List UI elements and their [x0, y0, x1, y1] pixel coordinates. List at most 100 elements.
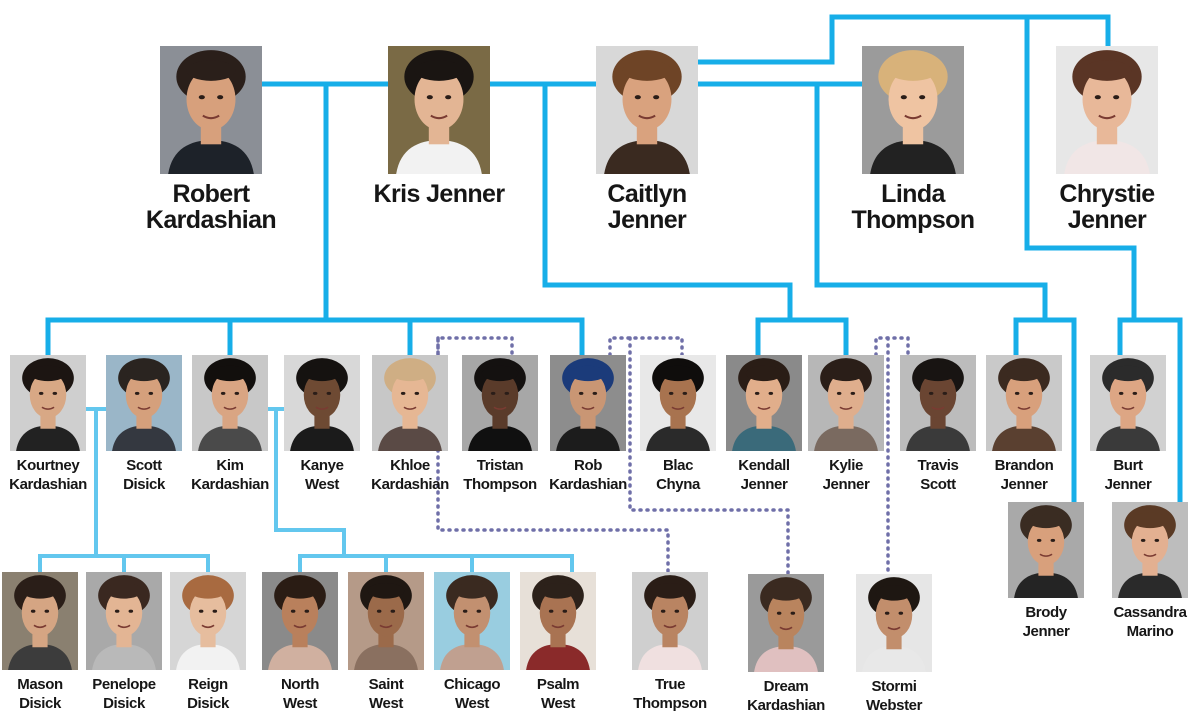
- name-line-first: Saint: [368, 676, 404, 693]
- name-line-first: Kylie: [829, 457, 863, 474]
- connector-kris-caitlyn-children: [542, 81, 793, 323]
- name-line-first: Kanye: [300, 457, 344, 474]
- name-line-last: West: [541, 695, 575, 712]
- name-line-last: Jenner: [1067, 206, 1147, 234]
- name-line-first: Chrystie: [1059, 180, 1155, 208]
- name-line-last: Disick: [103, 695, 145, 712]
- family-connectors: [45, 14, 1183, 505]
- name-line-first: Dream: [763, 678, 809, 695]
- portrait-chicago: [434, 572, 510, 670]
- name-line-first: Rob: [574, 457, 602, 474]
- name-line-last: Disick: [19, 695, 61, 712]
- name-line-first: Caitlyn: [607, 180, 687, 208]
- name-line-last: Marino: [1126, 623, 1174, 640]
- name-line-last: Jenner: [1104, 476, 1152, 493]
- portrait-brody: [1008, 502, 1084, 598]
- name-line-first: Tristan: [476, 457, 524, 474]
- portrait-saint: [348, 572, 424, 670]
- name-line-first: Kourtney: [16, 457, 80, 474]
- portrait-penelope: [86, 572, 162, 670]
- name-line-last: Jenner: [1000, 476, 1048, 493]
- name-line-first: Mason: [17, 676, 63, 693]
- portrait-chrystie: [1056, 46, 1158, 174]
- name-line-first: Khloe: [390, 457, 430, 474]
- name-line-last: West: [455, 695, 489, 712]
- portrait-kylie: [808, 355, 884, 451]
- name-line-first: Linda: [881, 180, 945, 208]
- dotted-true-line: [436, 336, 670, 574]
- portrait-linda: [862, 46, 964, 174]
- name-line-first: Kendall: [738, 457, 790, 474]
- name-line-last: Webster: [865, 697, 923, 714]
- name-line-first: Travis: [917, 457, 959, 474]
- name-line-first: Kim: [216, 457, 244, 474]
- connector-caitlyn-chrystie: [695, 14, 1111, 65]
- name-line-last: Thompson: [851, 206, 976, 234]
- dotted-kylie-travis: [874, 336, 910, 357]
- portrait-blac: [640, 355, 716, 451]
- portrait-kanye: [284, 355, 360, 451]
- portrait-reign: [170, 572, 246, 670]
- name-line-first: Scott: [126, 457, 162, 474]
- portrait-kendall: [726, 355, 802, 451]
- name-line-last: Kardashian: [549, 476, 627, 493]
- portrait-tristan: [462, 355, 538, 451]
- portrait-true: [632, 572, 708, 670]
- portrait-robert: [160, 46, 262, 174]
- name-line-last: West: [369, 695, 403, 712]
- name-line-last: Kardashian: [371, 476, 449, 493]
- portrait-mason: [2, 572, 78, 670]
- dotted-dream-line: [628, 336, 790, 576]
- name-line-last: Jenner: [740, 476, 788, 493]
- name-line-last: West: [283, 695, 317, 712]
- portrait-kris: [388, 46, 490, 174]
- portrait-brandon: [986, 355, 1062, 451]
- grandchildren-connectors: [38, 407, 574, 574]
- name-line-last: Thompson: [633, 695, 707, 712]
- name-line-last: Kardashian: [145, 206, 277, 234]
- name-line-first: Psalm: [536, 676, 580, 693]
- connector-west-children: [274, 407, 346, 558]
- name-line-first: Reign: [188, 676, 228, 693]
- name-kris: Kris Jenner: [339, 181, 539, 207]
- name-line-last: Chyna: [656, 476, 700, 493]
- name-line-last: Scott: [920, 476, 956, 493]
- partner-dotted-connectors: [436, 336, 910, 576]
- name-line-last: Jenner: [1022, 623, 1070, 640]
- connector-caitlyn-chrystie-children: [1024, 14, 1137, 323]
- name-line-first: Cassandra: [1113, 604, 1187, 621]
- portrait-stormi: [856, 574, 932, 672]
- portrait-travis: [900, 355, 976, 451]
- name-line-last: Kardashian: [9, 476, 87, 493]
- portrait-dream: [748, 574, 824, 672]
- name-line-first: Burt: [1113, 457, 1143, 474]
- dotted-khloe-tristan-true: [436, 336, 514, 357]
- name-line-first: Brandon: [994, 457, 1054, 474]
- portrait-cassandra: [1112, 502, 1188, 598]
- name-line-first: Kris Jenner: [373, 180, 506, 208]
- portrait-caitlyn: [596, 46, 698, 174]
- name-line-last: Jenner: [607, 206, 687, 234]
